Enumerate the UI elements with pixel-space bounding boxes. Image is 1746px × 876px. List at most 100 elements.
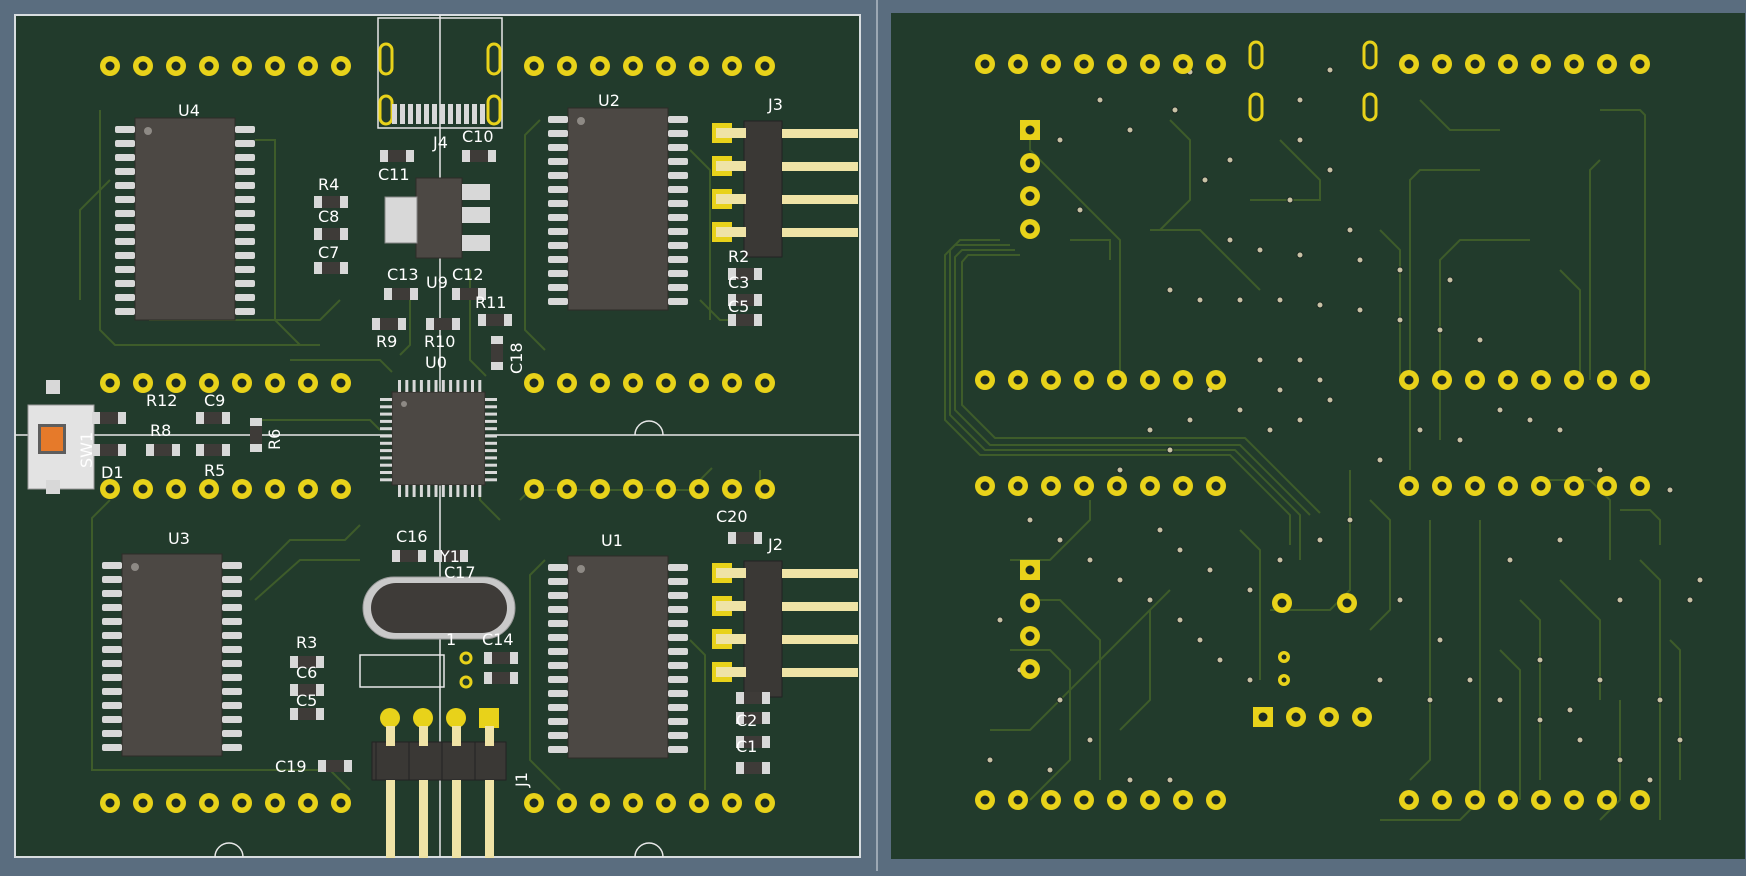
back-br-top-pad (1597, 476, 1617, 496)
connector-j4-usb (377, 17, 503, 129)
label-c1: C1 (736, 737, 757, 756)
front-trace (249, 524, 361, 581)
ic-pin (668, 648, 688, 655)
qfp-pin (380, 412, 392, 416)
front-tl-bottom-pad (298, 373, 318, 393)
ic-pin (222, 618, 242, 625)
ic-pin (115, 280, 135, 287)
via (1166, 446, 1174, 454)
via (1396, 316, 1404, 324)
back-tr-top-pad (1432, 54, 1452, 74)
qfp-pin (380, 478, 392, 482)
back-crystal-pad (1278, 674, 1290, 686)
ic-u3 (121, 553, 223, 757)
smd-passive (462, 150, 496, 162)
back-trace (944, 239, 1291, 545)
front-tl-bottom-pad (133, 373, 153, 393)
back-tl-bottom-pad (1008, 370, 1028, 390)
label-j1: J1 (512, 772, 531, 788)
label-c8: C8 (318, 207, 339, 226)
ic-pin (222, 646, 242, 653)
qfp-pin (441, 380, 445, 392)
ic-pin (668, 214, 688, 221)
front-tr-bottom-pad (623, 373, 643, 393)
front-bl-top-pad (133, 479, 153, 499)
front-tr-top-pad (590, 56, 610, 76)
qfp-pin (449, 380, 453, 392)
ic-pin (102, 730, 122, 737)
via (1596, 466, 1604, 474)
back-trace (1369, 499, 1391, 631)
label-u2: U2 (598, 91, 620, 110)
smd-passive (290, 708, 324, 720)
ic-pin (668, 172, 688, 179)
back-trace (1150, 229, 1261, 291)
smd-passive (434, 550, 468, 562)
front-tr-top-pad (755, 56, 775, 76)
label-r8: R8 (150, 421, 171, 440)
back-trace (961, 254, 1321, 514)
back-trace (1439, 239, 1530, 440)
via (1201, 176, 1209, 184)
front-br-bottom-pad (656, 793, 676, 813)
back-trace (1419, 99, 1500, 131)
front-trace (255, 139, 301, 346)
back-tr-top-pad (1531, 54, 1551, 74)
front-tr-bottom-pad (590, 373, 610, 393)
smd-passive (384, 288, 418, 300)
ic-pin (548, 158, 568, 165)
back-tr-bottom-pad (1498, 370, 1518, 390)
front-br-bottom-pad (557, 793, 577, 813)
label-sw1: SW1 (77, 432, 96, 468)
back-trace (1239, 529, 1261, 680)
back-tl-top-pad (975, 54, 995, 74)
back-br-bottom-pad (1630, 790, 1650, 810)
front-br-bottom-pad (722, 793, 742, 813)
smd-passive (478, 314, 512, 326)
back-tr-bottom-pad (1630, 370, 1650, 390)
front-trace (399, 300, 411, 356)
via (1676, 736, 1684, 744)
ic-pin (102, 646, 122, 653)
back-br-bottom-pad (1597, 790, 1617, 810)
ic-pin (668, 676, 688, 683)
via (1146, 596, 1154, 604)
front-passives (92, 150, 770, 774)
ic-u4 (134, 117, 236, 321)
front-trace (255, 419, 381, 431)
back-bl-top-pad (1173, 476, 1193, 496)
smd-passive (728, 268, 762, 280)
ic-pin (235, 224, 255, 231)
front-br-top-pad (656, 479, 676, 499)
ic-pin (115, 294, 135, 301)
label-r12: R12 (146, 391, 177, 410)
ic-u9-regulator (384, 177, 490, 259)
smd-passive (736, 762, 770, 774)
ic-pin (668, 256, 688, 263)
qfp-pin (419, 485, 423, 497)
ic-pin (668, 130, 688, 137)
back-j3-pad (1020, 120, 1040, 140)
qfp-pin (485, 398, 497, 401)
ic-pin (235, 196, 255, 203)
qfp-pin (485, 412, 497, 416)
smd-passive (290, 656, 324, 668)
qfp-pin (471, 380, 474, 392)
smd-passive (392, 550, 426, 562)
qfp-pin (485, 427, 497, 431)
back-br-top-pad (1630, 476, 1650, 496)
front-tl-top-pad (265, 56, 285, 76)
back-tl-bottom-pad (1041, 370, 1061, 390)
ic-pin (102, 562, 122, 569)
via (1696, 576, 1704, 584)
front-tl-top-pad (199, 56, 219, 76)
front-view: U4 U2 U3 U1 U0 U9 J3 J2 J4 J1 SW1 D1 R4 … (14, 14, 861, 858)
back-br-bottom-pad (1432, 790, 1452, 810)
label-c5: C5 (296, 691, 317, 710)
back-board (891, 13, 1745, 859)
via (1396, 266, 1404, 274)
via (1316, 301, 1324, 309)
smd-passive (484, 652, 518, 664)
back-trace (1599, 700, 1621, 821)
front-tracks (79, 110, 761, 791)
